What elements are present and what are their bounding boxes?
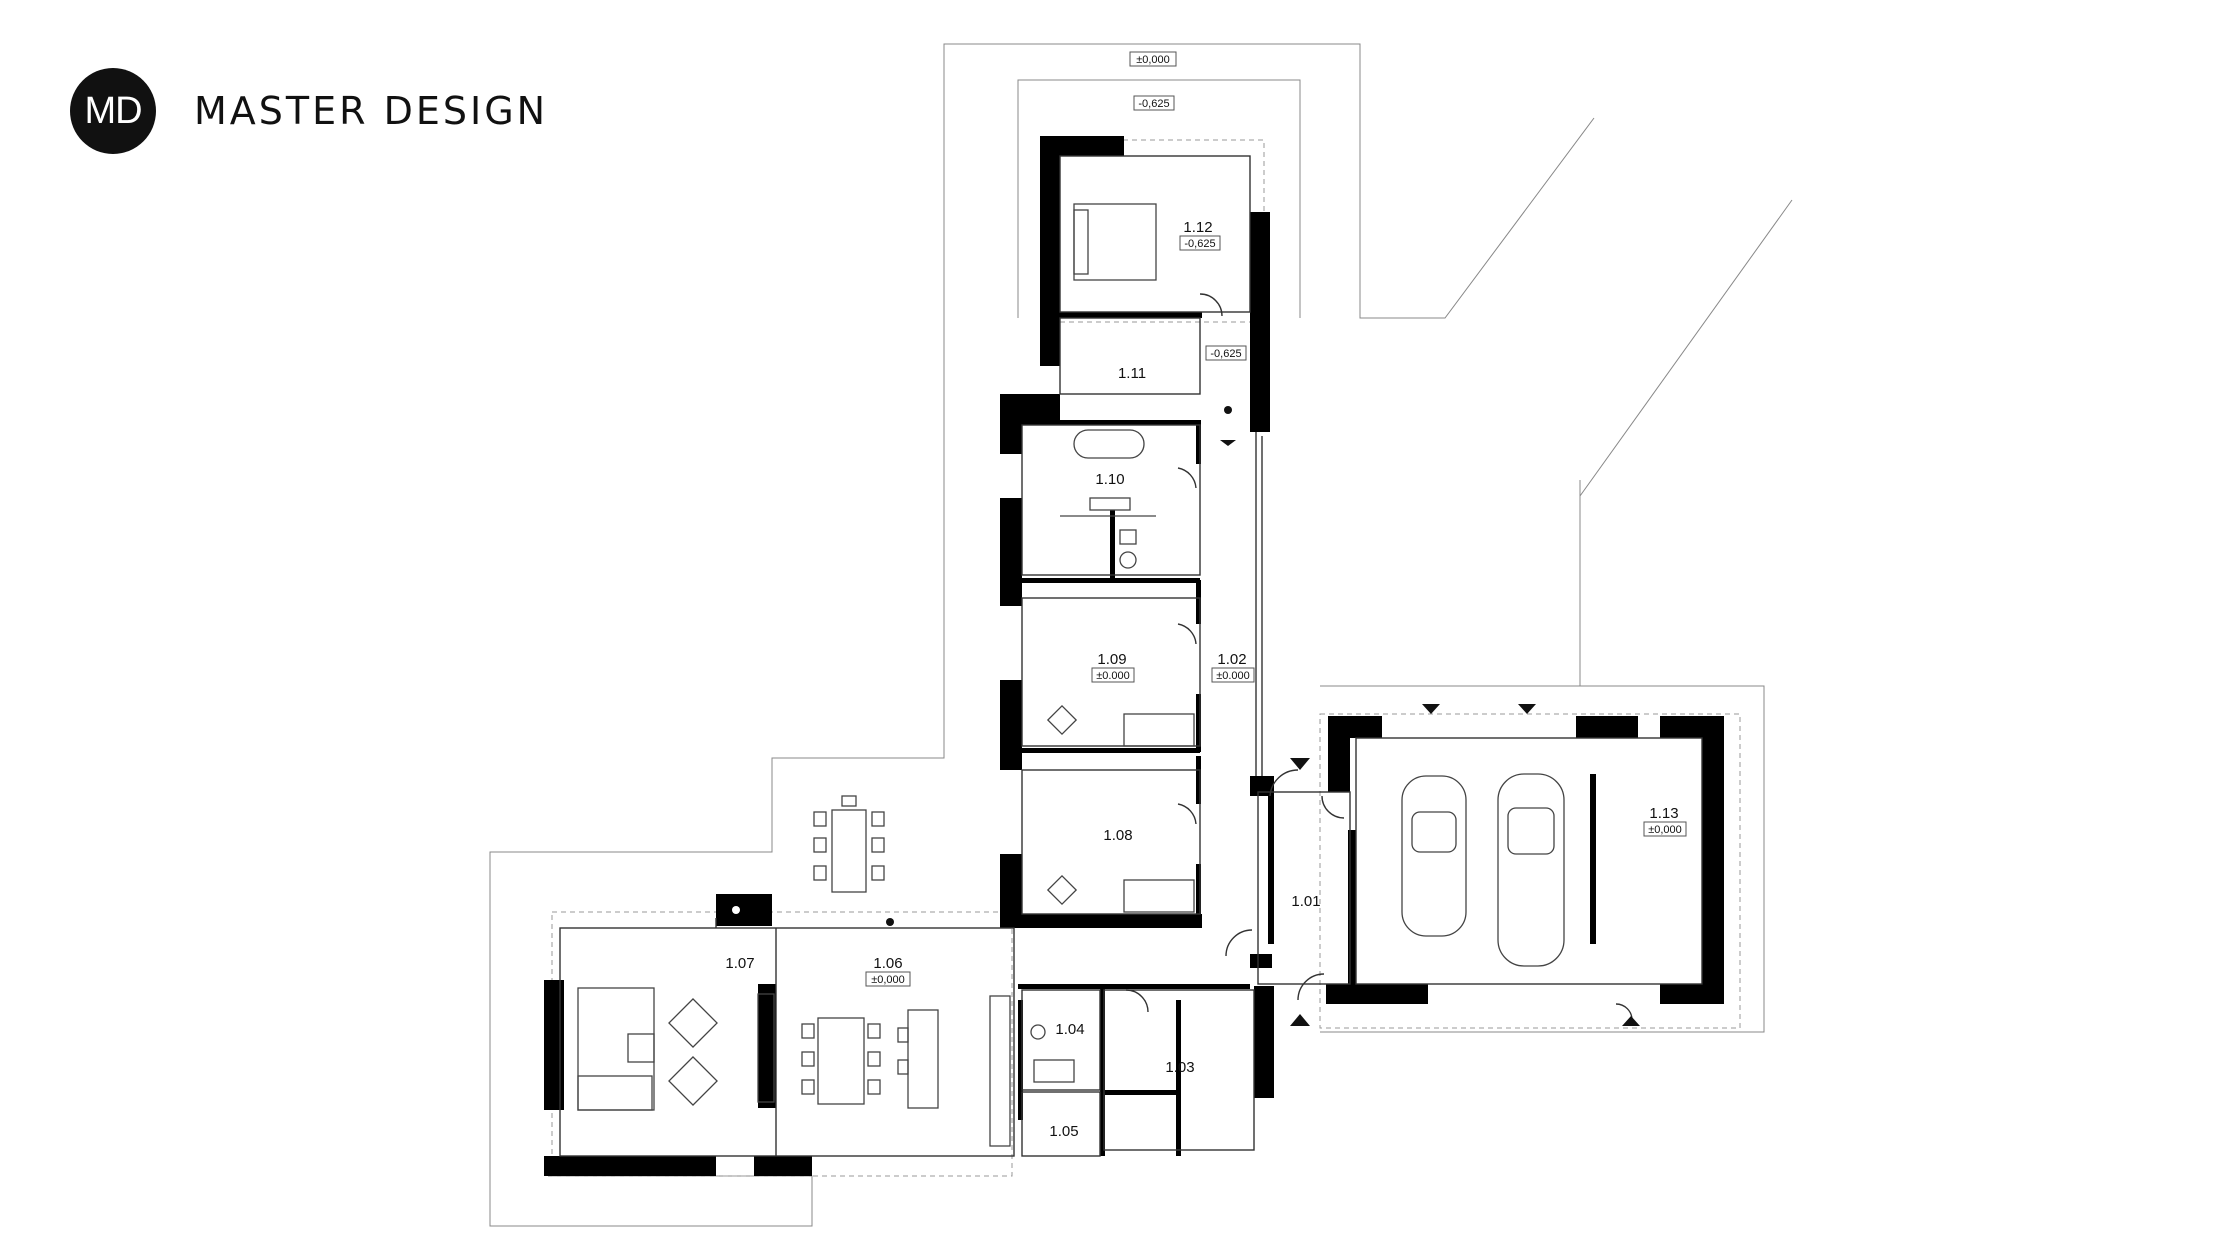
room-1-06-label: 1.06 — [873, 955, 902, 972]
room-1-05-label: 1.05 — [1049, 1123, 1078, 1140]
brand: MD MASTER DESIGN — [70, 68, 548, 154]
walls — [544, 136, 1724, 1176]
room-1-13-label: 1.13 — [1649, 805, 1678, 822]
room-1-09-label: 1.09 — [1097, 651, 1126, 668]
room-1-03-label: 1.03 — [1165, 1059, 1194, 1076]
room-1-06-level: ±0,000 — [871, 974, 905, 986]
level-markers: ±0,000 -0,625 -0,625 — [1129, 51, 1247, 361]
room-1-11-label: 1.11 — [1118, 365, 1146, 382]
overhang-lines — [551, 139, 1741, 1177]
room-1-12-label: 1.12 — [1183, 219, 1212, 236]
room-1-13-level: ±0,000 — [1648, 824, 1682, 836]
level-hall-step: -0,625 — [1210, 348, 1241, 360]
furniture — [577, 203, 1565, 1147]
brand-logo: MD — [70, 68, 156, 154]
room-1-10-label: 1.10 — [1095, 471, 1124, 488]
room-1-02-level: ±0.000 — [1216, 670, 1250, 682]
room-1-07-label: 1.07 — [725, 955, 754, 972]
room-1-01-label: 1.01 — [1291, 893, 1320, 910]
site-outline — [489, 43, 1793, 1227]
level-top: ±0,000 — [1136, 54, 1170, 66]
brand-name: MASTER DESIGN — [194, 89, 549, 133]
level-terrace: -0,625 — [1138, 98, 1169, 110]
brand-monogram: MD — [84, 89, 142, 132]
room-1-12-level: -0,625 — [1184, 238, 1215, 250]
room-1-02-label: 1.02 — [1217, 651, 1246, 668]
room-1-08-label: 1.08 — [1103, 827, 1132, 844]
door-swings — [1125, 293, 1640, 1026]
room-1-04-label: 1.04 — [1055, 1021, 1084, 1038]
room-labels: 1.12 -0,625 1.11 1.10 1.09 ±0.000 1.02 ±… — [725, 219, 1687, 1140]
room-1-09-level: ±0.000 — [1096, 670, 1130, 682]
interior-lines — [559, 155, 1703, 1157]
